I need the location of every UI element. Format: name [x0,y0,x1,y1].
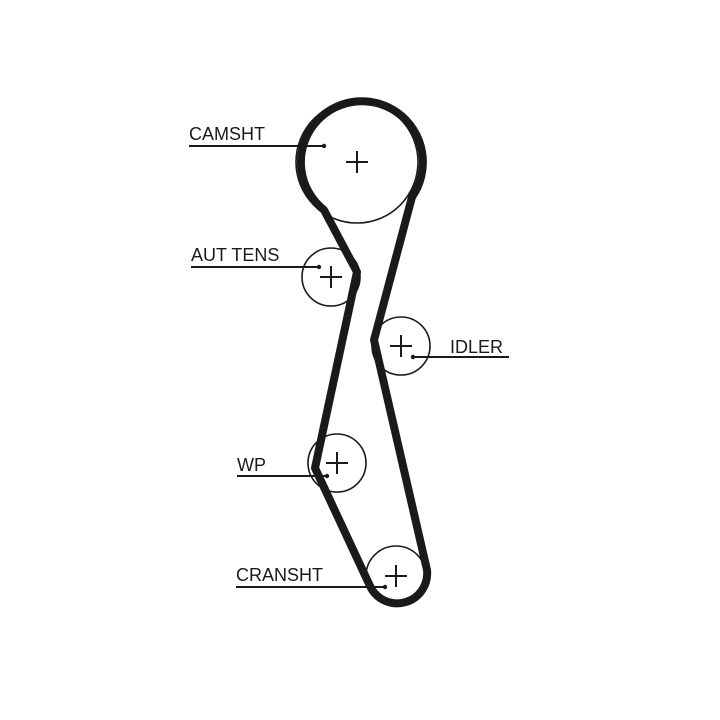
label-water-pump: WP [237,455,266,475]
crankshaft-pulley [365,545,427,607]
tensioner-pulley [301,247,361,307]
leader-line-idler [410,354,509,360]
label-crankshaft: CRANSHT [236,565,323,585]
timing-belt [296,97,432,608]
leader-line-tensioner [191,264,322,270]
leader-line-crankshaft [236,584,388,590]
label-tensioner: AUT TENS [191,245,279,265]
leader-line-camshaft [189,143,327,149]
label-idler: IDLER [450,337,503,357]
water-pump-pulley [307,433,367,493]
leader-line-water-pump [237,473,330,479]
idler-pulley [371,316,431,376]
label-camshaft: CAMSHT [189,124,265,144]
camshaft-pulley [295,100,419,224]
